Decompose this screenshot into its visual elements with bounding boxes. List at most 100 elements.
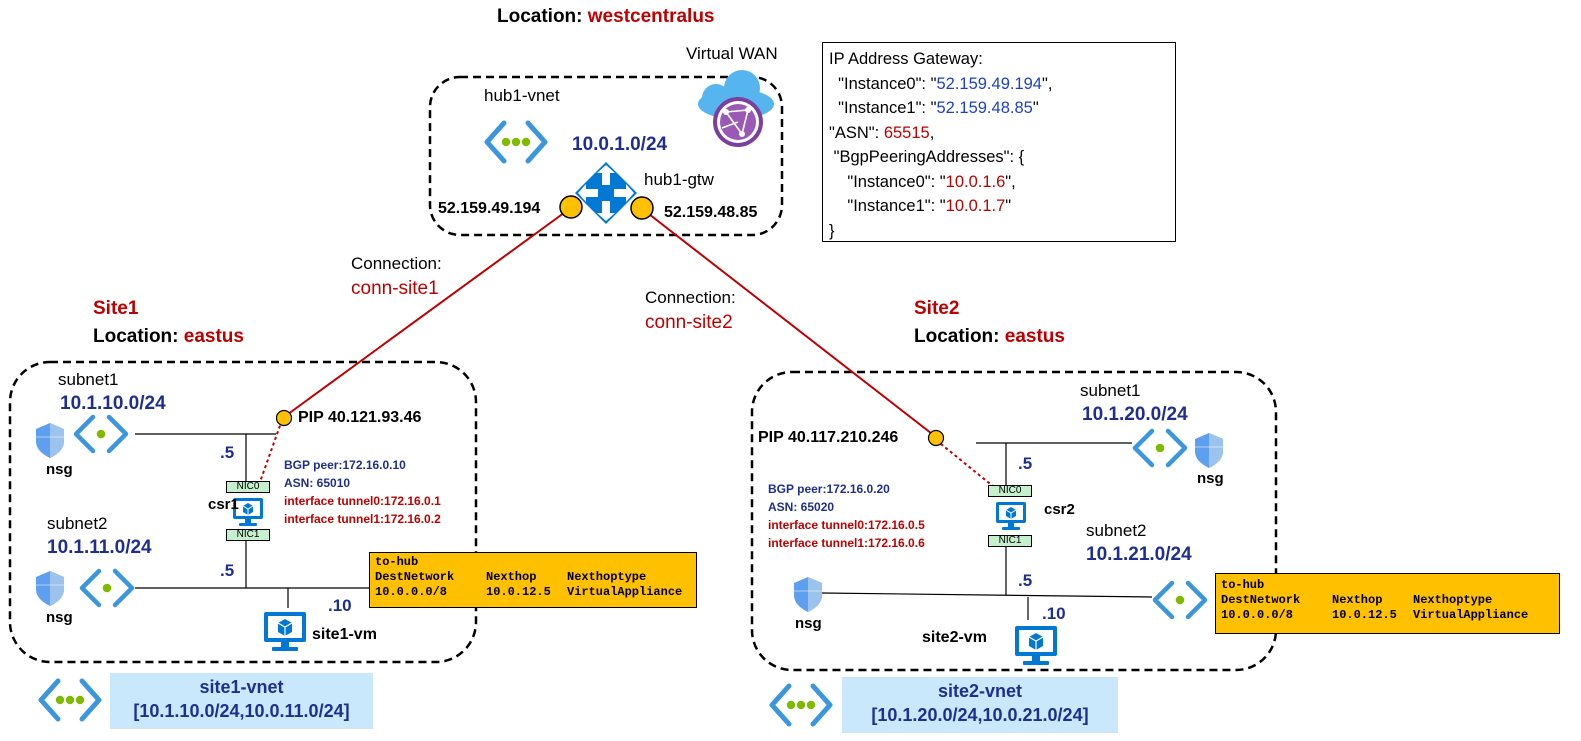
site1-nic1-host: .5: [220, 561, 235, 580]
site2-boundary: [750, 370, 1278, 672]
site2-vnet-prefixes: [10.1.20.0/24,10.0.21.0/24]: [871, 705, 1089, 725]
gateway-ip-instance1: 52.159.48.85: [664, 204, 758, 221]
site2-vm-name: site2-vm: [922, 629, 987, 646]
site2-pip-nic0-link: [935, 439, 995, 488]
site1-vnet-prefixes: [10.1.10.0/24,10.0.11.0/24]: [133, 701, 350, 721]
site1-tunnel1: interface tunnel1:172.16.0.2: [284, 512, 441, 526]
info-line: "Instance1": "10.0.1.7": [829, 197, 1012, 215]
gateway-instance1-endpoint: [630, 196, 654, 220]
subnet-icon: [82, 571, 132, 605]
hub-gateway-name: hub1-gtw: [644, 170, 714, 189]
route-table-name: to-hub: [1221, 578, 1265, 592]
site2-tunnel1: interface tunnel1:172.16.0.6: [768, 536, 925, 550]
subnet-icon: [1155, 583, 1205, 617]
gateway-ip-instance0: 52.159.49.194: [438, 200, 541, 217]
site2-nic0: NIC0: [988, 485, 1032, 497]
site1-subnet1-label: subnet1: [58, 370, 119, 389]
site1-title: Site1: [93, 298, 139, 319]
site2-subnet1-label: subnet1: [1080, 381, 1141, 400]
shield-icon: [1194, 432, 1224, 469]
site2-subnet1-prefix: 10.1.20.0/24: [1082, 404, 1188, 425]
site1-pip: PIP 40.121.93.46: [298, 409, 422, 426]
site1-boundary: [8, 360, 478, 664]
site2-nic1-host: .5: [1018, 571, 1033, 590]
router-icon: [575, 162, 637, 224]
site2-vnet-box: site2-vnet [10.1.20.0/24,10.0.21.0/24]: [842, 677, 1118, 733]
info-line: "Instance1": "52.159.48.85": [829, 99, 1039, 117]
connection1-name: conn-site1: [351, 278, 439, 299]
site1-pip-endpoint: [275, 409, 293, 427]
subnet-icon: [76, 417, 126, 451]
subnet-icon: [1135, 431, 1185, 465]
vm-icon: [263, 611, 307, 652]
site2-vm-host: .10: [1042, 604, 1066, 623]
virtual-wan-icon: [698, 70, 774, 147]
info-line: "BgpPeeringAddresses": {: [829, 148, 1025, 166]
site2-nic0-host: .5: [1018, 454, 1033, 473]
info-line: }: [829, 221, 835, 240]
hub-vnet-name: hub1-vnet: [484, 86, 560, 105]
site1-nic0: NIC0: [226, 481, 270, 493]
info-line: "Instance0": "10.0.1.6",: [829, 172, 1016, 191]
hub-boundary: [428, 75, 784, 237]
connection2-name: conn-site2: [645, 312, 733, 333]
site1-subnet1-prefix: 10.1.10.0/24: [60, 393, 166, 414]
hub-location-heading: Location: westcentralus: [497, 7, 715, 26]
vm-icon: [995, 501, 1027, 531]
hub-vnet-icon: [487, 123, 545, 161]
conn-site2-link: [644, 210, 937, 438]
site1-nsg1: nsg: [46, 461, 73, 478]
site1-subnet2-label: subnet2: [47, 514, 108, 533]
site2-nsg2: nsg: [795, 615, 822, 632]
site2-bgp-peer: BGP peer:172.16.0.20: [768, 482, 890, 496]
virtual-wan-label: Virtual WAN: [686, 44, 778, 63]
location-value: westcentralus: [587, 6, 715, 27]
site1-nic1: NIC1: [226, 529, 270, 541]
vnet-icon: [772, 686, 830, 724]
site2-tunnel0: interface tunnel0:172.16.0.5: [768, 518, 925, 532]
site1-vm-host: .10: [328, 596, 352, 615]
hub-prefix: 10.0.1.0/24: [572, 134, 668, 155]
vm-icon: [1014, 625, 1058, 666]
site1-pip-nic0-link: [259, 419, 283, 483]
site1-bgp-peer: BGP peer:172.16.0.10: [284, 458, 406, 472]
site1-asn: ASN: 65010: [284, 476, 351, 490]
shield-icon: [793, 576, 823, 613]
site2-pip: PIP 40.117.210.246: [758, 429, 899, 446]
connection2-label: Connection:: [645, 288, 736, 307]
site1-vm-name: site1-vm: [312, 626, 377, 643]
site1-location: Location: eastus: [93, 326, 244, 347]
site1-vnet-name: site1-vnet: [199, 677, 284, 697]
site2-title: Site2: [914, 298, 960, 319]
site1-nic0-host: .5: [220, 443, 235, 462]
site2-asn: ASN: 65020: [768, 500, 835, 514]
gateway-info-box: IP Address Gateway: "Instance0": "52.159…: [822, 42, 1176, 242]
conn-site1-link: [283, 209, 569, 418]
site1-tunnel0: interface tunnel0:172.16.0.1: [284, 494, 441, 508]
site2-nic1: NIC1: [988, 535, 1032, 547]
site2-subnet2-prefix: 10.1.21.0/24: [1086, 544, 1192, 565]
site2-pip-endpoint: [927, 429, 945, 447]
site2-subnet2-bus: [821, 592, 1153, 598]
site2-nsg1: nsg: [1197, 470, 1224, 487]
site1-vnet-box: site1-vnet [10.1.10.0/24,10.0.11.0/24]: [110, 673, 373, 729]
location-label: Location:: [497, 6, 588, 27]
shield-icon: [35, 422, 65, 459]
gateway-instance0-endpoint: [559, 195, 583, 219]
connection1-label: Connection:: [351, 254, 442, 273]
shield-icon: [35, 570, 65, 607]
site1-subnet2-prefix: 10.1.11.0/24: [47, 537, 152, 558]
site1-nsg2: nsg: [46, 609, 73, 626]
site1-router-name: csr1: [208, 496, 239, 513]
site2-router-name: csr2: [1044, 501, 1075, 518]
site2-location: Location: eastus: [914, 326, 1065, 347]
site2-vnet-name: site2-vnet: [937, 681, 1023, 701]
vnet-icon: [41, 681, 99, 719]
